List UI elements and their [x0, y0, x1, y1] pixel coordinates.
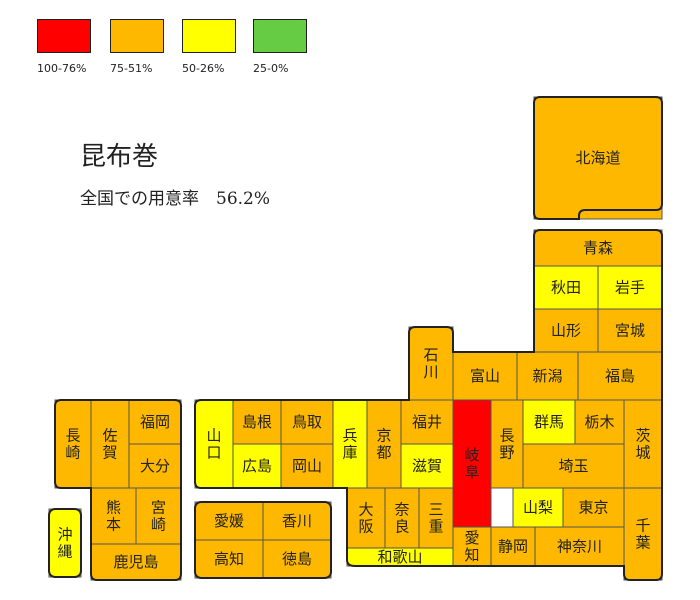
prefecture-label-tochigi: 栃木 — [584, 413, 614, 431]
prefecture-cell-kumamoto — [90, 487, 137, 545]
prefecture-cell-shizuoka — [490, 526, 536, 567]
prefecture-cell-fukuoka — [128, 399, 182, 445]
prefecture-label-wakayama: 和歌山 — [377, 548, 422, 566]
map-subtitle: 全国での用意率 56.2% — [80, 189, 271, 209]
prefecture-label-kagawa: 香川 — [282, 512, 312, 530]
prefecture-cell-fukushima — [577, 351, 663, 401]
prefecture-label-kyoto: 京都 — [376, 427, 391, 462]
prefecture-cell-kochi — [194, 539, 264, 579]
prefecture-label-gifu: 岐阜 — [464, 446, 479, 481]
prefecture-label-mie: 三重 — [428, 501, 443, 536]
prefecture-label-kochi: 高知 — [214, 550, 244, 568]
prefecture-label-saitama: 埼玉 — [558, 457, 588, 475]
prefecture-cell-gunma — [522, 399, 576, 445]
prefecture-label-tokushima: 徳島 — [282, 550, 312, 568]
prefecture-label-iwate: 岩手 — [615, 279, 645, 297]
prefecture-cell-saitama — [522, 443, 625, 489]
prefecture-label-ehime: 愛媛 — [214, 512, 244, 530]
prefecture-cell-ibaraki — [623, 399, 663, 489]
legend-label-red: 100-76% — [37, 62, 87, 75]
prefecture-label-tokyo: 東京 — [578, 499, 608, 517]
legend-label-green: 25-0% — [253, 62, 289, 75]
prefecture-cell-nagasaki — [54, 399, 92, 489]
prefecture-label-yamagata: 山形 — [551, 322, 581, 340]
prefecture-label-gunma: 群馬 — [534, 413, 564, 431]
prefecture-label-kanagawa: 神奈川 — [557, 538, 602, 556]
prefecture-label-toyama: 富山 — [470, 367, 500, 385]
prefecture-label-hyogo: 兵庫 — [342, 427, 357, 462]
prefecture-label-fukushima: 福島 — [605, 367, 635, 385]
prefecture-label-nagasaki: 長崎 — [65, 427, 80, 462]
prefecture-cell-chiba — [623, 487, 663, 581]
prefecture-label-ishikawa: 石川 — [423, 346, 438, 381]
prefecture-cell-shimane — [232, 399, 282, 445]
prefecture-label-yamanashi: 山梨 — [523, 499, 553, 517]
prefecture-label-miyagi: 宮城 — [615, 322, 645, 340]
prefecture-label-niigata: 新潟 — [532, 367, 562, 385]
prefecture-label-ibaraki: 茨城 — [635, 427, 650, 462]
prefecture-label-hiroshima: 広島 — [242, 457, 272, 475]
legend-label-yellow: 50-26% — [182, 62, 225, 75]
prefecture-label-yamaguchi: 山口 — [206, 427, 221, 462]
prefecture-cell-niigata — [516, 351, 579, 401]
prefecture-label-kumamoto: 熊本 — [106, 499, 121, 534]
prefecture-cell-hiroshima — [232, 443, 282, 489]
prefecture-label-oita: 大分 — [140, 457, 170, 475]
prefecture-label-shimane: 島根 — [242, 413, 272, 431]
prefecture-label-hokkaido: 北海道 — [575, 149, 620, 167]
prefecture-label-osaka: 大阪 — [358, 501, 373, 536]
prefecture-label-saga: 佐賀 — [102, 427, 117, 462]
prefecture-label-nagano: 長野 — [499, 427, 514, 462]
prefecture-cell-akita — [533, 265, 599, 310]
prefecture-cell-shiga — [400, 443, 454, 489]
prefecture-label-shiga: 滋賀 — [412, 457, 442, 475]
prefecture-label-okinawa: 沖縄 — [57, 526, 72, 561]
prefecture-label-kagoshima: 鹿児島 — [113, 553, 158, 571]
prefecture-label-miyazaki: 宮崎 — [151, 499, 166, 534]
prefecture-label-fukuoka: 福岡 — [140, 413, 170, 431]
prefecture-cell-gifu — [452, 399, 492, 528]
prefecture-label-shizuoka: 静岡 — [498, 538, 528, 556]
prefecture-cell-nagano — [490, 399, 524, 489]
prefecture-cell-oita — [128, 443, 182, 489]
legend-swatch-red — [37, 19, 91, 53]
prefecture-label-chiba: 千葉 — [635, 517, 650, 552]
prefecture-label-nara: 奈良 — [394, 501, 409, 536]
legend-swatch-yellow — [182, 19, 236, 53]
legend-swatch-orange — [110, 19, 164, 53]
prefecture-cell-tokushima — [262, 539, 332, 579]
map-title: 昆布巻 — [80, 142, 159, 172]
prefecture-cell-miyazaki — [135, 487, 182, 545]
prefecture-cell-yamagata — [533, 308, 599, 353]
prefecture-label-aomori: 青森 — [583, 239, 613, 257]
prefecture-label-akita: 秋田 — [551, 279, 581, 297]
prefecture-label-okayama: 岡山 — [292, 457, 322, 475]
prefecture-cell-kanagawa — [534, 526, 625, 567]
prefecture-label-aichi: 愛知 — [464, 529, 479, 564]
prefecture-cell-aichi — [452, 526, 492, 567]
legend-label-orange: 75-51% — [110, 62, 153, 75]
prefecture-label-tottori: 鳥取 — [292, 413, 322, 431]
prefecture-label-fukui: 福井 — [412, 413, 442, 431]
prefecture-cell-hokkaido — [533, 96, 663, 220]
prefecture-cell-kagawa — [262, 501, 332, 541]
prefecture-cell-tochigi — [574, 399, 625, 445]
legend-swatch-green — [253, 19, 307, 53]
